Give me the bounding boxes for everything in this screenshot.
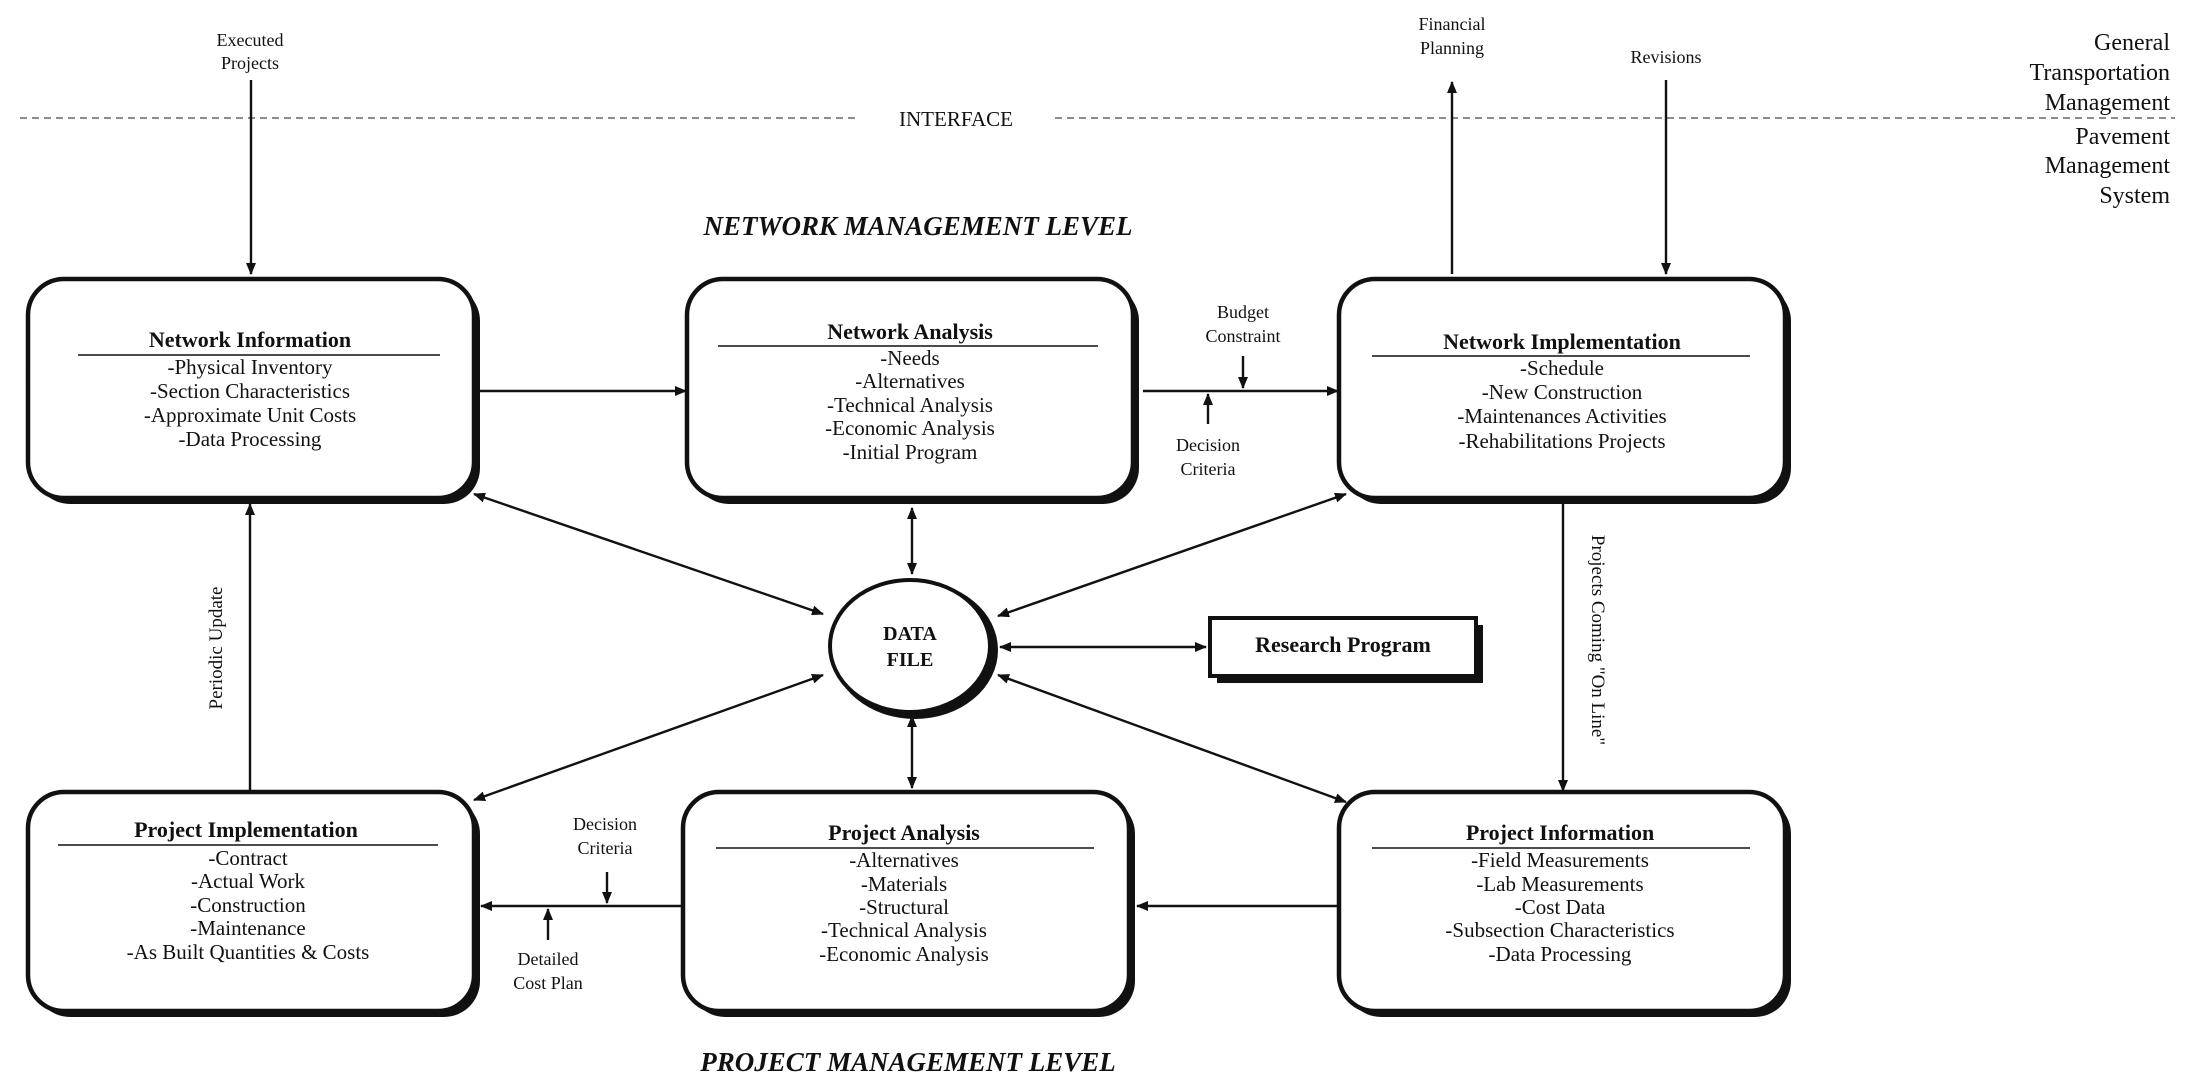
project-information-title: Project Information [1466,820,1654,845]
decision-criteria-bottom-label: Decision [573,814,637,834]
datafile-network-info-link [473,492,824,616]
data-file-node: DATA FILE [828,578,998,719]
budget-constraint-label: Budget [1217,302,1269,322]
network-information-item-4: -Data Processing [179,427,322,451]
network-level-title: NETWORK MANAGEMENT LEVEL [702,211,1132,241]
detailed-cost-plan-label-2: Cost Plan [513,973,583,993]
project-implementation-item-3: -Construction [190,893,306,917]
interface-label: INTERFACE [899,107,1013,131]
project-information-item-1: -Field Measurements [1471,848,1649,872]
project-information-box: Project Information -Field Measurements … [1336,789,1791,1017]
financial-planning-label-2: Planning [1420,38,1484,58]
project-analysis-title: Project Analysis [828,820,980,845]
network-implementation-item-3: -Maintenances Activities [1457,404,1666,428]
project-implementation-item-2: -Actual Work [191,869,305,893]
project-analysis-item-1: -Alternatives [849,848,959,872]
network-analysis-item-1: -Needs [880,346,939,370]
side-label-upper-3: Management [2045,90,2171,116]
network-analysis-box: Network Analysis -Needs -Alternatives -T… [684,276,1139,504]
decision-criteria-bottom-label-2: Criteria [578,838,633,858]
project-information-item-5: -Data Processing [1489,942,1632,966]
executed-projects-label-2: Projects [221,53,279,73]
project-analysis-item-4: -Technical Analysis [821,918,987,942]
periodic-update-label: Periodic Update [206,587,227,710]
data-file-label-1: DATA [883,623,937,645]
network-information-item-1: -Physical Inventory [167,355,333,379]
project-implementation-item-4: -Maintenance [190,916,305,940]
network-analysis-item-5: -Initial Program [843,440,978,464]
network-implementation-item-1: -Schedule [1520,356,1604,380]
decision-criteria-top-label: Decision [1176,435,1240,455]
network-analysis-title: Network Analysis [827,319,993,344]
data-file-label-2: FILE [887,649,934,671]
financial-planning-label: Financial [1419,14,1486,34]
side-label-upper-1: General [2094,30,2170,56]
side-label-lower-2: Management [2045,153,2171,179]
datafile-network-implementation-link [997,492,1347,618]
detailed-cost-plan-label: Detailed [518,949,579,969]
project-information-item-2: -Lab Measurements [1476,872,1643,896]
network-implementation-item-2: -New Construction [1482,380,1643,404]
project-implementation-box: Project Implementation -Contract -Actual… [25,789,480,1017]
datafile-project-information-link [997,673,1347,804]
project-analysis-item-5: -Economic Analysis [819,942,989,966]
revisions-label: Revisions [1630,47,1701,67]
side-label-lower-3: System [2099,183,2170,209]
project-information-item-4: -Subsection Characteristics [1445,918,1674,942]
project-level-title: PROJECT MANAGEMENT LEVEL [699,1047,1116,1077]
network-analysis-item-2: -Alternatives [855,369,965,393]
network-implementation-title: Network Implementation [1443,329,1681,354]
datafile-project-implementation-link [473,673,824,802]
budget-constraint-label-2: Constraint [1206,326,1281,346]
project-analysis-item-3: -Structural [859,895,949,919]
projects-online-label: Projects Coming "On Line" [1587,535,1608,745]
project-information-item-3: -Cost Data [1515,895,1606,919]
decision-criteria-top-label-2: Criteria [1181,459,1236,479]
project-implementation-item-5: -As Built Quantities & Costs [127,940,370,964]
network-information-box: Network Information -Physical Inventory … [25,276,480,504]
network-analysis-item-4: -Economic Analysis [825,416,995,440]
research-program-box: Research Program [1208,616,1483,683]
project-analysis-item-2: -Materials [861,872,947,896]
project-implementation-item-1: -Contract [208,846,287,870]
side-label-lower-1: Pavement [2075,124,2170,150]
project-implementation-title: Project Implementation [134,817,358,842]
network-implementation-box: Network Implementation -Schedule -New Co… [1336,276,1791,504]
executed-projects-label: Executed [217,30,284,50]
network-information-item-3: -Approximate Unit Costs [144,403,356,427]
network-information-item-2: -Section Characteristics [150,379,350,403]
side-label-upper-2: Transportation [2030,60,2170,86]
network-analysis-item-3: -Technical Analysis [827,393,993,417]
research-program-label: Research Program [1255,632,1431,657]
network-implementation-item-4: -Rehabilitations Projects [1458,429,1665,453]
network-information-title: Network Information [149,327,351,352]
project-analysis-box: Project Analysis -Alternatives -Material… [680,789,1135,1017]
